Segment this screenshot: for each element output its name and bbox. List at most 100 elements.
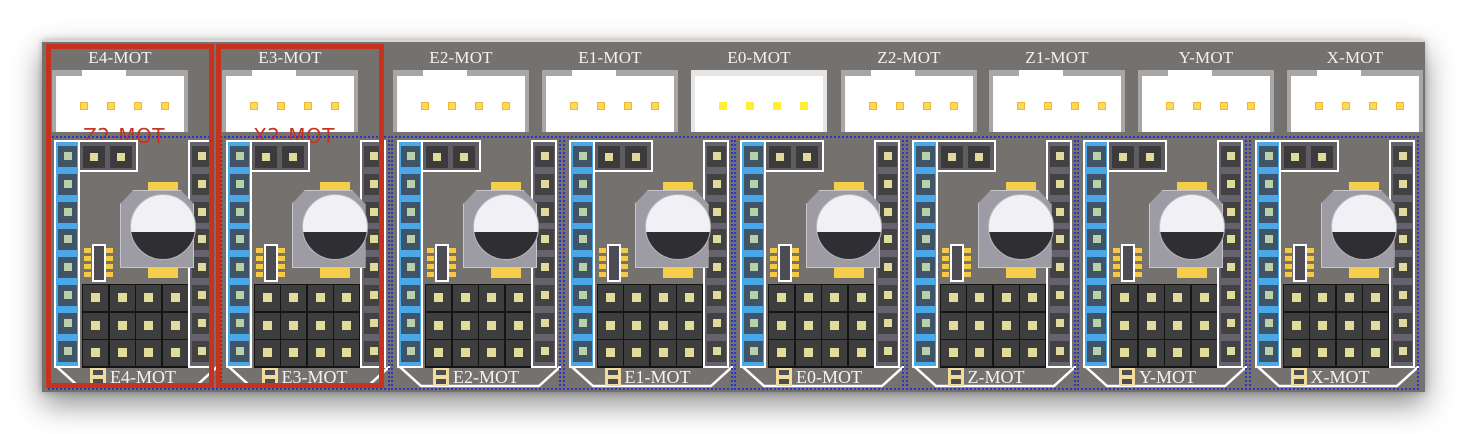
header-pin	[1221, 146, 1240, 167]
header-pin	[878, 201, 897, 223]
connector-pin	[1315, 102, 1323, 110]
connector-housing: X2-MOT	[222, 70, 358, 148]
grid-pin	[769, 340, 794, 367]
grid-pin	[505, 285, 531, 311]
header-pin	[363, 312, 383, 334]
ic-lead	[620, 264, 628, 269]
motor-connector[interactable]: Z1-MOT	[987, 42, 1127, 136]
grid-pin	[677, 312, 702, 339]
header-pin	[535, 340, 554, 362]
ic-lead	[792, 256, 799, 261]
grid-pin	[1363, 312, 1388, 339]
driver-socket[interactable]: E1-MOT	[562, 136, 733, 390]
grid-pin	[795, 312, 821, 339]
header-pin	[1221, 173, 1240, 195]
connector-pin	[80, 102, 88, 110]
driver-footer: Z-MOT	[913, 366, 1076, 390]
driver-chip-icon	[1121, 244, 1135, 282]
connector-pin	[1044, 102, 1052, 110]
grid-pin	[1310, 312, 1335, 339]
header-pin	[1087, 201, 1106, 223]
connector-pin	[570, 102, 578, 110]
header-pin	[192, 146, 211, 167]
grid-pin	[1283, 340, 1309, 367]
capacitor-pad	[662, 268, 693, 278]
header-pin	[535, 146, 554, 167]
header-pin	[192, 257, 211, 279]
driver-socket[interactable]: Z-MOT	[905, 136, 1076, 390]
connector-pin	[502, 102, 510, 110]
motor-connector[interactable]: E1-MOT	[540, 42, 680, 136]
connector-pin	[950, 102, 958, 110]
driver-socket[interactable]: E2-MOT	[391, 136, 561, 390]
microstep-jumper-grid	[1282, 284, 1389, 368]
ic-lead	[620, 248, 628, 253]
header-pin	[229, 229, 249, 251]
header-pin	[878, 173, 897, 195]
grid-pin	[83, 312, 108, 339]
grid-pin	[1020, 312, 1045, 339]
grid-pin	[1138, 312, 1164, 339]
grid-pin	[1336, 340, 1362, 367]
connector-pin	[1369, 102, 1377, 110]
grid-pin	[109, 285, 135, 311]
grid-pin	[624, 312, 649, 339]
motor-connector[interactable]: E0-MOT	[689, 42, 829, 136]
jumper-pin	[967, 146, 990, 168]
dip-switch-icon	[947, 368, 964, 386]
ic-lead	[1306, 256, 1314, 261]
ic-lead	[1135, 264, 1142, 269]
ic-lead	[792, 264, 799, 269]
capacitor-pad	[148, 182, 178, 192]
header-pin	[572, 285, 592, 306]
driver-socket[interactable]: E0-MOT	[734, 136, 904, 390]
header-pin	[572, 340, 592, 362]
driver-socket[interactable]: X-MOT	[1248, 136, 1419, 390]
grid-pin	[650, 285, 676, 311]
header-pin	[363, 285, 383, 306]
driver-socket[interactable]: E4-MOT	[48, 136, 218, 390]
grid-pin	[967, 285, 992, 311]
ic-lead	[106, 248, 113, 253]
motor-connector[interactable]: Z2-MOT	[839, 42, 979, 136]
header-pin	[1087, 257, 1106, 279]
dip-switch-icon	[1290, 368, 1307, 386]
grid-pin	[769, 312, 794, 339]
motor-connector[interactable]: E2-MOT	[391, 42, 531, 136]
motor-connector[interactable]: Y-MOT	[1136, 42, 1276, 136]
header-pin	[58, 201, 77, 223]
jumper-header	[594, 140, 653, 172]
capacitor-icon	[987, 194, 1054, 260]
grid-pin	[1138, 340, 1164, 367]
driver-socket[interactable]: E3-MOT	[219, 136, 390, 390]
header-pin	[1049, 229, 1069, 251]
grid-pin	[281, 285, 306, 311]
connector-pin	[1396, 102, 1404, 110]
grid-pin	[650, 340, 676, 367]
grid-pin	[136, 285, 161, 311]
connector-pin	[1220, 102, 1228, 110]
connector-socket	[397, 70, 525, 132]
grid-pin	[426, 312, 451, 339]
jumper-header	[251, 140, 310, 172]
header-pin	[744, 285, 763, 306]
jumper-pin	[281, 146, 304, 168]
grid-pin	[1020, 340, 1045, 367]
header-pin	[535, 229, 554, 251]
header-pin	[572, 312, 592, 334]
header-pin	[1258, 340, 1278, 362]
header-pin	[363, 201, 383, 223]
ic-lead	[598, 248, 606, 253]
jumper-pin	[597, 146, 620, 168]
ic-lead	[427, 272, 434, 277]
driver-socket[interactable]: Y-MOT	[1077, 136, 1247, 390]
connector-pin	[624, 102, 632, 110]
motor-connector[interactable]: X-MOT	[1285, 42, 1425, 136]
header-pin	[363, 229, 383, 251]
driver-footer: E3-MOT	[227, 366, 390, 390]
header-pin	[1221, 201, 1240, 223]
ic-lead	[770, 264, 777, 269]
jumper-pin	[769, 146, 791, 168]
